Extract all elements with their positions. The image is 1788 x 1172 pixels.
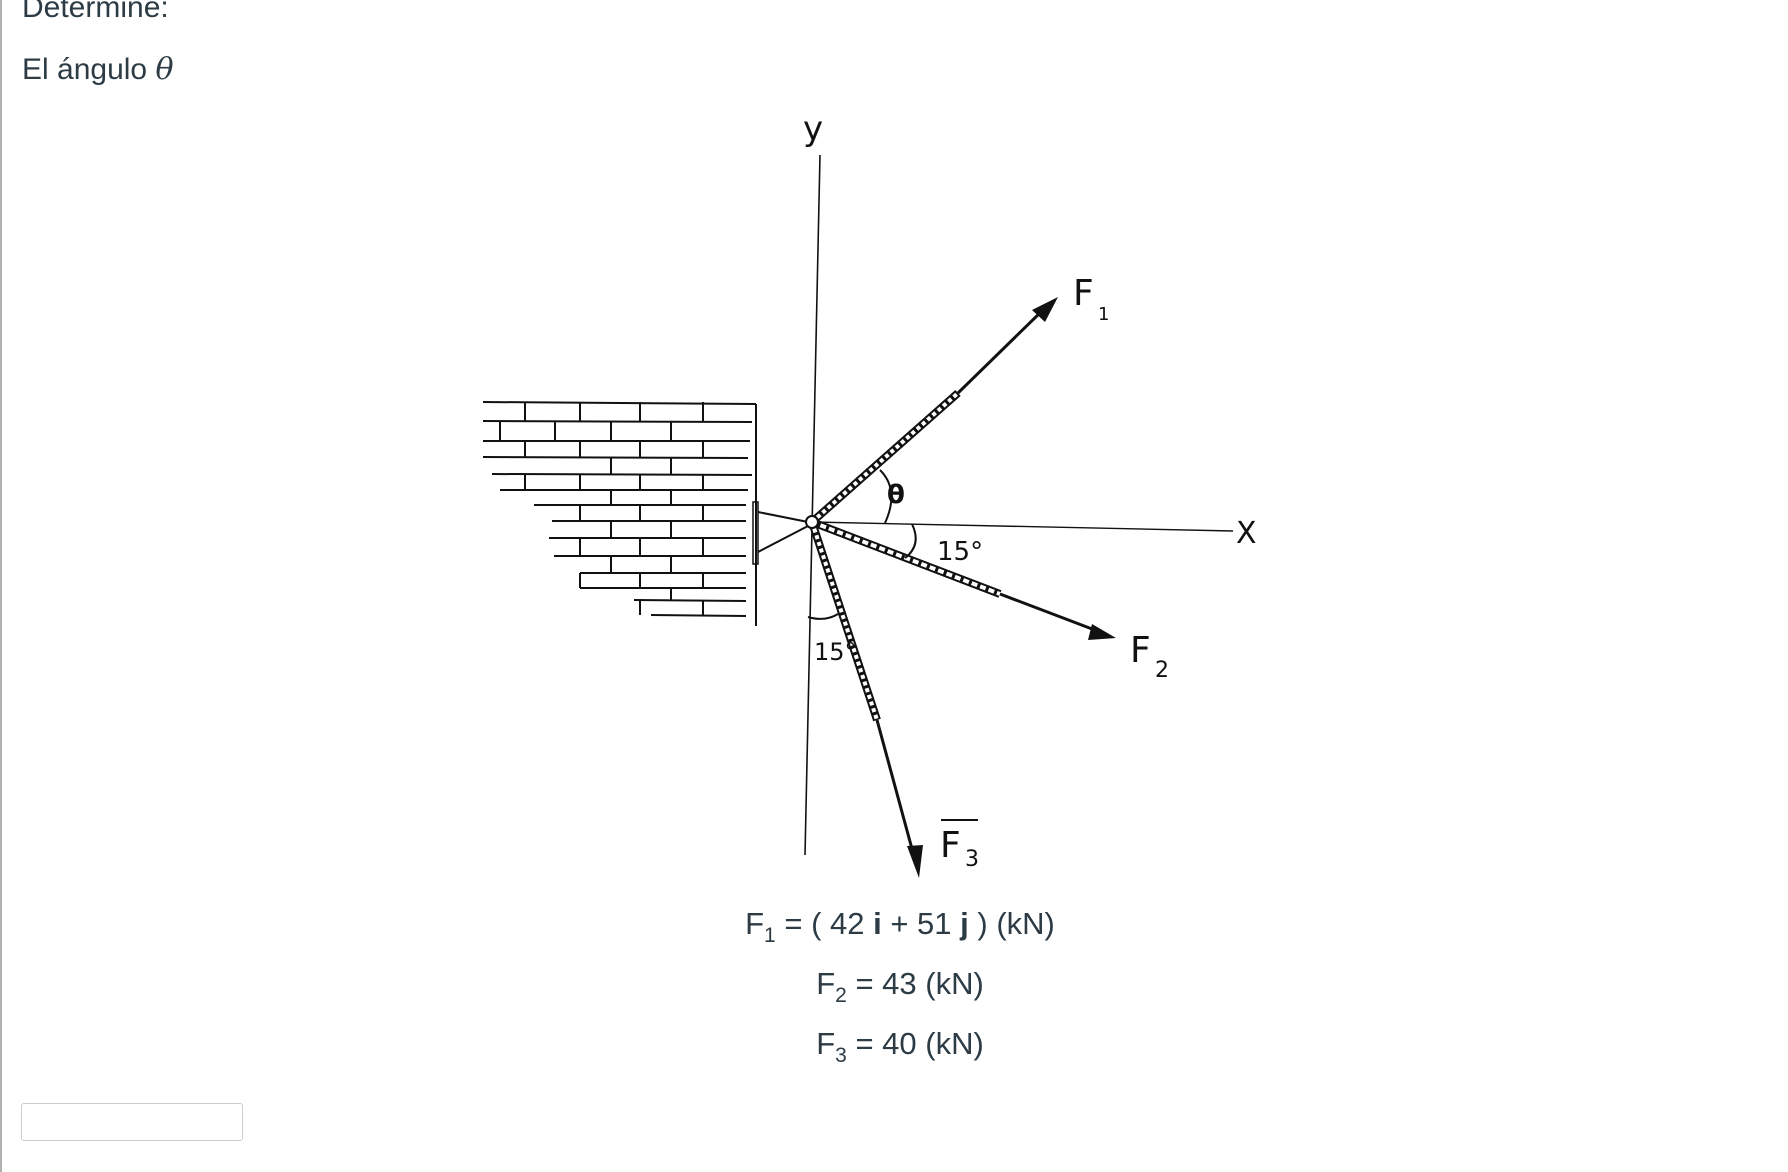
eq-subscript: 3 [835,1044,847,1067]
content-left-border [0,0,2,1172]
f3-angle-arc [807,613,839,620]
eq-symbol: F [816,966,836,1001]
y-axis [804,154,821,856]
eq-text: + 51 [881,906,961,941]
f2-label: F 2 [1130,630,1169,683]
force-f2-arrow [999,592,1116,640]
unit-vector-i: i [873,906,882,941]
theta-symbol: θ [155,52,174,87]
x-axis-label: X [1236,516,1257,551]
eq-subscript: 1 [764,924,776,947]
f3-label: F 3 [940,819,979,872]
pin-joint [805,515,819,529]
theta-angle-label: θ [887,480,905,510]
f3-angle-label: 15° [814,638,857,666]
equation-f1: F1 = ( 42 i + 51 j ) (kN) [0,906,1788,946]
svg-text:1: 1 [1098,304,1109,325]
f2-angle-arc [904,523,917,559]
equation-f3: F3 = 40 (kN) [0,1026,1788,1066]
question-prompt: El ángulo θ [22,52,174,88]
unit-vector-j: j [960,906,969,941]
force-f1-arrow [956,297,1058,395]
eq-symbol: F [816,1026,836,1061]
f1-label: F 1 [1073,273,1109,325]
force-f3-arrow [875,719,923,878]
brick-wall [482,401,809,626]
svg-text:F: F [1073,273,1094,314]
question-heading: Determine: [22,0,169,24]
eq-symbol: F [745,906,765,941]
equation-f2: F2 = 43 (kN) [0,966,1788,1006]
svg-text:F: F [940,825,961,866]
y-axis-label: y [803,109,823,149]
eq-subscript: 2 [835,984,847,1007]
prompt-text: El ángulo [22,53,148,86]
svg-text:3: 3 [965,847,979,872]
x-axis [811,521,1234,532]
svg-text:2: 2 [1155,658,1169,683]
theta-arc [879,469,893,524]
eq-text: = ( 42 [775,906,874,941]
eq-text: = 43 (kN) [846,966,984,1001]
eq-text: = 40 (kN) [846,1026,984,1061]
f2-angle-label: 15° [937,537,983,567]
svg-text:F: F [1130,630,1151,671]
eq-text: ) (kN) [968,906,1055,941]
answer-input[interactable] [21,1103,243,1141]
